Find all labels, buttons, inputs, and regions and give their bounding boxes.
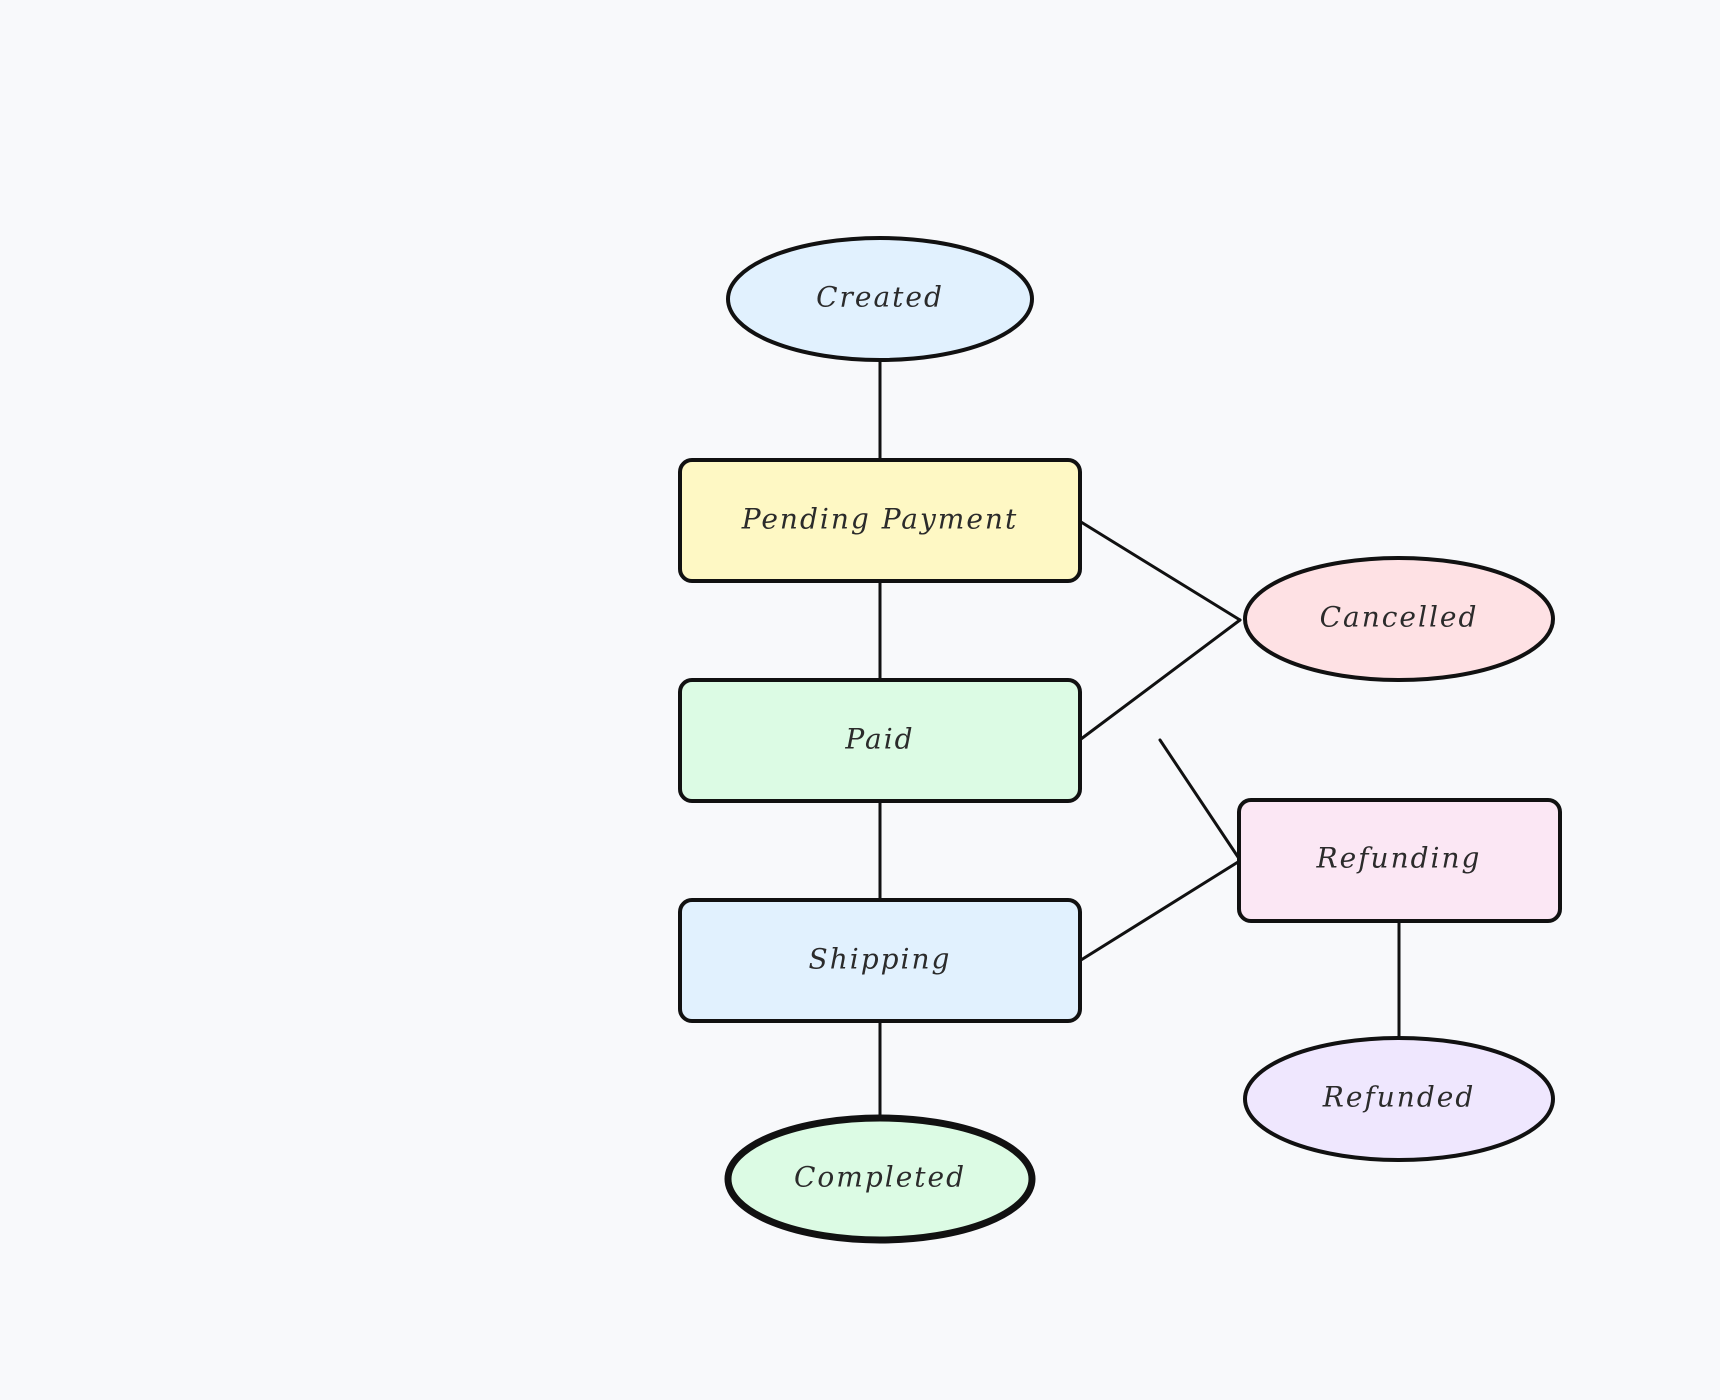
node-refunded[interactable]: Refunded: [1243, 1036, 1555, 1162]
node-pending-payment-shape: [678, 458, 1082, 583]
node-pending-payment-label: Pending Payment: [741, 503, 1018, 536]
node-refunded-shape: [1243, 1036, 1555, 1162]
node-refunding-shape: [1237, 798, 1562, 923]
edge-shipping-refunding: [1079, 860, 1240, 962]
edge-paid-cancelled: [1079, 618, 1242, 741]
node-completed[interactable]: Completed: [724, 1114, 1036, 1244]
node-shipping[interactable]: Shipping: [678, 898, 1082, 1023]
node-pending-payment[interactable]: Pending Payment: [678, 458, 1082, 583]
node-cancelled-label: Cancelled: [1320, 601, 1479, 634]
node-cancelled[interactable]: Cancelled: [1243, 556, 1555, 682]
node-paid-shape: [678, 678, 1082, 803]
node-created[interactable]: Created: [726, 236, 1034, 362]
edges: [878, 359, 1401, 1118]
node-paid[interactable]: Paid: [678, 678, 1082, 803]
node-created-shape: [726, 236, 1034, 362]
node-refunding[interactable]: Refunding: [1237, 798, 1562, 923]
node-completed-shape: [724, 1114, 1036, 1244]
edge-paid-refunding: [1158, 738, 1240, 859]
node-refunded-label: Refunded: [1322, 1081, 1476, 1114]
node-created-label: Created: [816, 281, 944, 314]
node-cancelled-shape: [1243, 556, 1555, 682]
node-paid-label: Paid: [844, 723, 914, 756]
node-shipping-label: Shipping: [809, 943, 952, 976]
edge-pending-payment-cancelled: [1079, 520, 1242, 622]
node-completed-label: Completed: [794, 1161, 966, 1194]
node-shipping-shape: [678, 898, 1082, 1023]
node-refunding-label: Refunding: [1316, 842, 1482, 875]
